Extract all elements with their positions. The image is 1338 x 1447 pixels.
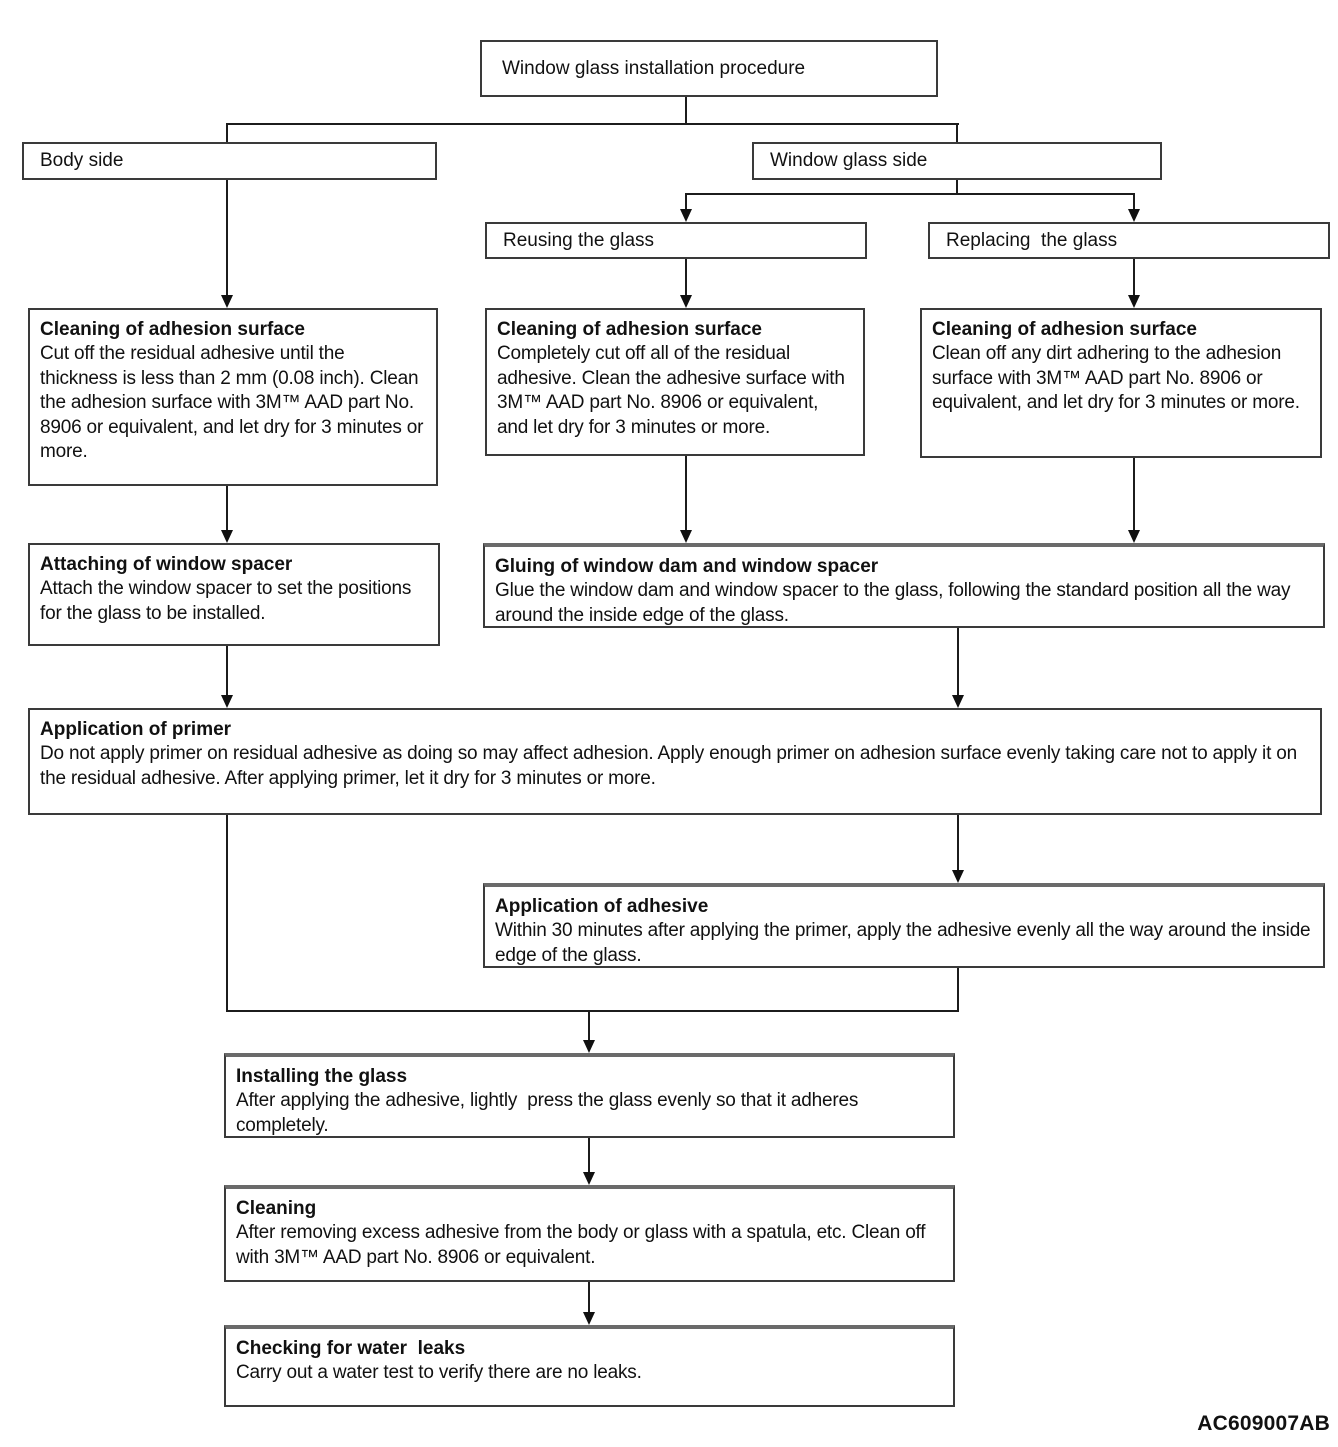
node-cleaning-adhesion-surface-replacing: Cleaning of adhesion surface Clean off a… <box>920 308 1322 458</box>
node-replacing-the-glass: Replacing the glass <box>928 222 1330 259</box>
node-title: Cleaning of adhesion surface <box>40 319 305 340</box>
arrow-down-icon <box>583 1172 595 1185</box>
node-title: Application of primer <box>40 719 232 740</box>
node-checking-for-water-leaks: Checking for water leaks Carry out a wat… <box>224 1325 955 1407</box>
connector-line <box>226 646 228 696</box>
node-label: Reusing the glass <box>503 229 655 251</box>
connector-line <box>685 193 1135 195</box>
node-cleaning-adhesion-surface-reusing: Cleaning of adhesion surface Completely … <box>485 308 865 456</box>
node-body: Completely cut off all of the residual a… <box>497 343 850 438</box>
connector-line <box>957 968 959 1012</box>
node-cleaning: Cleaning After removing excess adhesive … <box>224 1185 955 1282</box>
arrow-down-icon <box>680 530 692 543</box>
connector-line <box>956 179 958 195</box>
connector-line <box>956 123 958 143</box>
node-installing-the-glass: Installing the glass After applying the … <box>224 1053 955 1138</box>
node-body: Cut off the residual adhesive until the … <box>40 343 429 462</box>
node-label: Window glass side <box>770 150 928 171</box>
connector-line <box>226 179 228 297</box>
node-application-of-adhesive: Application of adhesive Within 30 minute… <box>483 883 1325 968</box>
connector-line <box>685 97 687 125</box>
arrow-down-icon <box>680 295 692 308</box>
node-gluing-of-window-dam-and-window-spacer: Gluing of window dam and window spacer G… <box>483 543 1325 628</box>
connector-line <box>226 815 228 1012</box>
node-body: Glue the window dam and window spacer to… <box>495 580 1296 626</box>
connector-line <box>588 1010 590 1041</box>
arrow-down-icon <box>952 870 964 883</box>
connector-line <box>226 1010 959 1012</box>
connector-line <box>1133 193 1135 210</box>
connector-line <box>226 123 959 125</box>
connector-line <box>588 1282 590 1313</box>
node-body: Carry out a water test to verify there a… <box>236 1362 642 1383</box>
connector-line <box>226 486 228 531</box>
node-body: Within 30 minutes after applying the pri… <box>495 920 1316 966</box>
connector-line <box>1133 458 1135 531</box>
node-title: Cleaning of adhesion surface <box>932 319 1197 340</box>
arrow-down-icon <box>221 695 233 708</box>
arrow-down-icon <box>680 209 692 222</box>
node-body: After applying the adhesive, lightly pre… <box>236 1090 864 1136</box>
node-body-side: Body side <box>22 142 437 180</box>
node-title: Application of adhesive <box>495 896 709 917</box>
node-cleaning-adhesion-surface-body-side: Cleaning of adhesion surface Cut off the… <box>28 308 438 486</box>
arrow-down-icon <box>583 1312 595 1325</box>
node-window-glass-installation-procedure: Window glass installation procedure <box>480 40 938 97</box>
connector-line <box>685 193 687 210</box>
arrow-down-icon <box>221 295 233 308</box>
figure-code-label: AC609007AB <box>1197 1412 1330 1435</box>
node-application-of-primer: Application of primer Do not apply prime… <box>28 708 1322 815</box>
node-body: After removing excess adhesive from the … <box>236 1222 936 1268</box>
node-label: Window glass installation procedure <box>502 57 806 79</box>
node-window-glass-side: Window glass side <box>752 142 1162 180</box>
arrow-down-icon <box>1128 209 1140 222</box>
connector-line <box>685 259 687 296</box>
arrow-down-icon <box>1128 530 1140 543</box>
node-label: Body side <box>40 150 124 171</box>
node-body: Do not apply primer on residual adhesive… <box>40 743 1303 789</box>
connector-line <box>226 123 228 143</box>
arrow-down-icon <box>221 530 233 543</box>
node-title: Cleaning of adhesion surface <box>497 319 762 340</box>
node-reusing-the-glass: Reusing the glass <box>485 222 867 259</box>
node-title: Attaching of window spacer <box>40 554 293 575</box>
connector-line <box>1133 259 1135 296</box>
node-title: Gluing of window dam and window spacer <box>495 556 879 577</box>
arrow-down-icon <box>583 1040 595 1053</box>
connector-line <box>588 1138 590 1173</box>
node-title: Cleaning <box>236 1198 317 1219</box>
connector-line <box>957 815 959 871</box>
connector-line <box>685 456 687 531</box>
node-body: Attach the window spacer to set the posi… <box>40 578 417 624</box>
arrow-down-icon <box>1128 295 1140 308</box>
node-title: Checking for water leaks <box>236 1338 466 1359</box>
node-label: Replacing the glass <box>946 229 1118 251</box>
arrow-down-icon <box>952 695 964 708</box>
connector-line <box>957 628 959 696</box>
node-body: Clean off any dirt adhering to the adhes… <box>932 343 1300 413</box>
node-title: Installing the glass <box>236 1066 408 1087</box>
node-attaching-of-window-spacer: Attaching of window spacer Attach the wi… <box>28 543 440 646</box>
